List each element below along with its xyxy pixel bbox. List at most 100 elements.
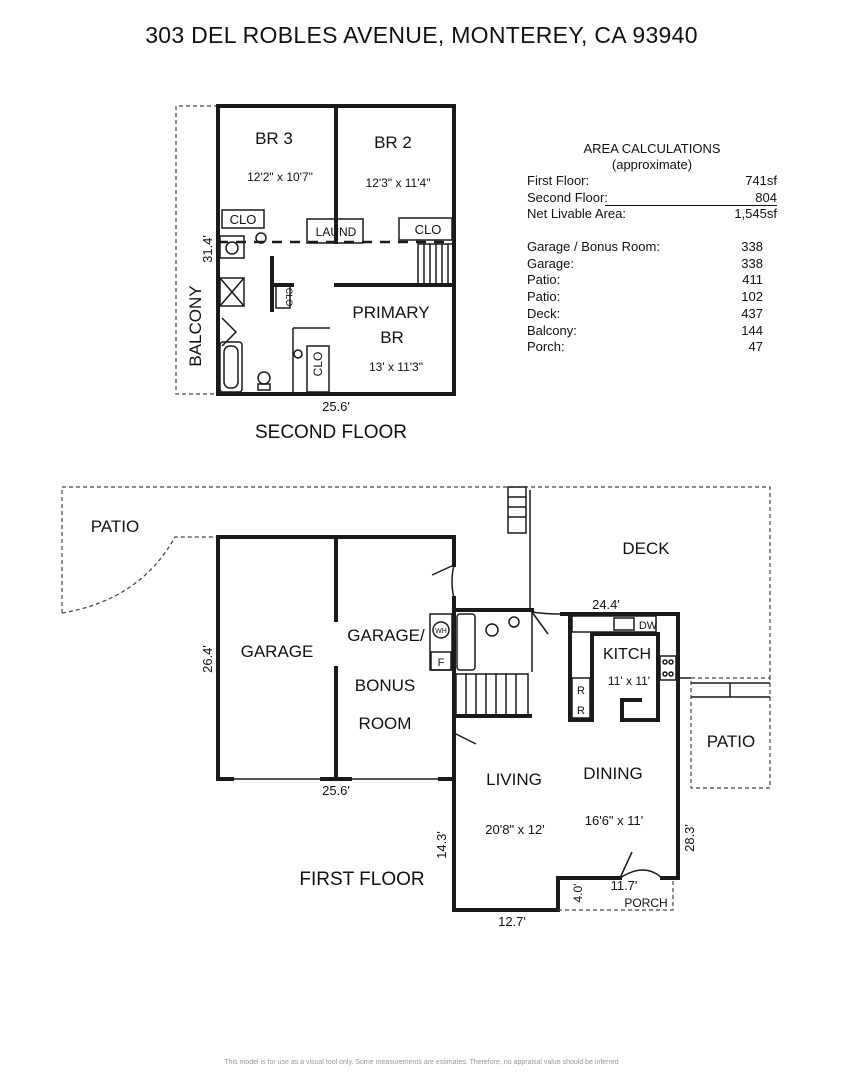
area-row: First Floor:741sf (527, 173, 777, 190)
room-size-br2: 12'3" x 11'4" (366, 176, 431, 190)
area-row: Deck: 437 (527, 306, 777, 323)
appliance-label: R (577, 685, 585, 697)
room-name-kitchen: KITCH (603, 646, 651, 663)
patio-arc (61, 536, 218, 614)
area-row-label: Deck: (527, 305, 561, 321)
area-row: Net Livable Area: 1,545sf (527, 206, 777, 223)
area-row-label: Patio: (527, 289, 561, 305)
dimension-porch-depth: 4.0' (571, 884, 585, 903)
sink (508, 616, 520, 628)
dimension-depth: 31.4' (200, 235, 215, 263)
toilet (485, 623, 499, 637)
cooktop (659, 655, 677, 681)
area-row-value: 411 (742, 272, 763, 288)
area-row-value: 338 (741, 239, 763, 255)
balcony-label: BALCONY (186, 285, 205, 366)
first-floor-caption: FIRST FLOOR (299, 869, 424, 890)
balcony-outline (175, 105, 218, 395)
area-row: Porch:47 (527, 339, 777, 356)
dimension-deck-width: 24.4' (592, 597, 620, 612)
closet-label: CLO (415, 222, 442, 237)
room-name-primary-line1: PRIMARY (352, 303, 429, 322)
room-name-bonus-line1: GARAGE/ (347, 626, 425, 645)
dimension-right-depth: 28.3' (682, 824, 697, 852)
counter (571, 615, 657, 633)
first-floor-plan: PATIO DECK GARAGE GARAGE/ BONUS ROOM WH … (61, 486, 771, 929)
appliance-label: R (577, 705, 585, 717)
room-name-dining: DINING (583, 764, 643, 783)
room-size-primary: 13' x 11'3" (369, 360, 423, 374)
page-title: 303 DEL ROBLES AVENUE, MONTEREY, CA 9394… (145, 22, 698, 48)
room-name-br2: BR 2 (374, 133, 412, 152)
laundry-label: LAUND (316, 225, 357, 239)
dimension-garage-width: 25.6' (322, 783, 350, 798)
closet-box (275, 285, 291, 309)
patio-label: PATIO (91, 517, 140, 536)
area-row-label: Patio: (527, 272, 561, 288)
dimension-living-width: 12.7' (498, 914, 526, 929)
room-size-br3: 12'2" x 10'7" (247, 170, 313, 184)
furnace (430, 651, 452, 671)
patio-label: PATIO (707, 732, 756, 751)
area-row-value: 804 (605, 190, 777, 207)
area-row-value: 1,545sf (734, 206, 777, 222)
porch-outline (558, 878, 674, 911)
second-floor-stairs (417, 243, 455, 285)
area-row: Garage / Bonus Room: 338 (527, 239, 777, 256)
closet-label-vertical: CLO (284, 288, 294, 307)
room-size-dining: 16'6" x 11' (585, 813, 644, 828)
area-calculations-table: AREA CALCULATIONS (approximate) First Fl… (527, 141, 777, 356)
porch-label: PORCH (624, 896, 667, 910)
closet-label: CLO (230, 212, 257, 227)
water-heater (432, 621, 450, 639)
dimension-living-depth: 14.3' (434, 831, 449, 859)
main-house-wall (560, 612, 680, 880)
area-heading: AREA CALCULATIONS (583, 141, 721, 156)
area-row: Garage:338 (527, 256, 777, 273)
area-row-label: Garage / Bonus Room: (527, 239, 660, 255)
dimension-garage-depth: 26.4' (200, 645, 215, 673)
dishwasher-label: DW (639, 620, 658, 632)
deck-stairs (507, 486, 527, 534)
closet-box (221, 209, 265, 229)
area-row-label: Garage: (527, 255, 574, 271)
area-row-value: 144 (741, 322, 763, 338)
area-row-label: Net Livable Area: (527, 206, 627, 222)
door-swing (431, 564, 455, 599)
kitchen-sink (613, 617, 635, 631)
area-row-label: Second Floor: (527, 189, 608, 205)
closet-label-vertical: CLO (311, 352, 325, 377)
area-row-value: 102 (741, 289, 763, 305)
bathtub (456, 613, 476, 671)
area-row-label: Balcony: (527, 322, 577, 338)
kitchen-wall (568, 612, 660, 722)
dimension-porch-width: 11.7' (611, 878, 638, 893)
first-floor-stairs (455, 673, 529, 717)
room-name-br3: BR 3 (255, 129, 293, 148)
bathroom-fixtures (219, 232, 303, 393)
door-swing (531, 611, 561, 635)
area-row: Patio: 411 (527, 272, 777, 289)
area-row: Patio: 102 (527, 289, 777, 306)
patio-outline (690, 677, 771, 789)
room-name-primary-line2: BR (380, 328, 404, 347)
laundry-box (306, 218, 364, 244)
room-name-garage: GARAGE (241, 642, 314, 661)
front-door-swing (619, 851, 663, 879)
area-row-value: 741sf (745, 173, 777, 188)
disclaimer-text: This model is for use as a visual tool o… (224, 1059, 619, 1066)
room-name-bonus-line3: ROOM (359, 714, 412, 733)
deck-label: DECK (622, 539, 670, 558)
room-size-kitchen: 11' x 11' (608, 674, 650, 688)
room-name-bonus-line2: BONUS (355, 676, 415, 695)
area-row: Balcony: 144 (527, 323, 777, 340)
counter (571, 677, 591, 719)
door-swing (453, 732, 477, 766)
area-row: Second Floor:804 (527, 190, 777, 207)
area-row-value: 437 (741, 305, 763, 321)
deck-outline (61, 486, 771, 678)
dimension-width: 25.6' (322, 399, 350, 414)
water-heater-label: WH (435, 628, 447, 635)
furnace-label: F (438, 657, 445, 669)
